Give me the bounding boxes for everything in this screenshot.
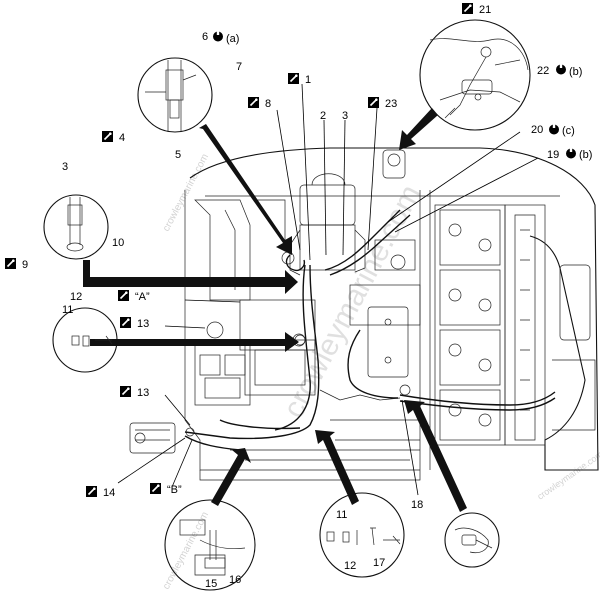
torque-ref-b-19: (b): [579, 149, 592, 161]
callout-14: 14: [103, 487, 115, 499]
callout-6: 6: [202, 31, 208, 43]
engine-body: [129, 147, 599, 481]
callout-12-clamp: 12: [344, 560, 356, 572]
callout-20: 20: [531, 124, 543, 136]
torque-ref-a: (a): [226, 33, 239, 45]
arrow-to-view-connector: [404, 400, 467, 512]
arrow-to-bracket: [90, 332, 299, 352]
callout-13: 13: [137, 318, 149, 330]
arrow-to-view-clamp: [315, 430, 359, 505]
view-label-a: “A”: [135, 291, 150, 303]
callout-12: 12: [70, 291, 82, 303]
leader-20: [387, 131, 521, 223]
callout-16: 16: [229, 574, 241, 586]
callout-2: 2: [320, 110, 326, 122]
leader-19: [394, 157, 539, 233]
leader-14: [117, 437, 186, 484]
callout-4: 4: [119, 132, 125, 144]
detail-view-top-right: [419, 19, 531, 131]
arrow-to-view-b: [211, 448, 251, 506]
callout-9: 9: [22, 259, 28, 271]
leader-3: [342, 119, 346, 256]
view-label-b: “B”: [167, 484, 182, 496]
detail-view-top-left: [137, 57, 213, 133]
arrow-to-cable-clamp: [199, 124, 292, 255]
leader-18: [401, 399, 419, 496]
callout-1: 1: [305, 74, 311, 86]
callout-3-detail: 3: [62, 161, 68, 173]
watermark-text-small-2: crowleymarine.com: [161, 510, 211, 591]
leader-1: [301, 83, 311, 261]
detail-view-b: [164, 499, 256, 591]
callout-3: 3: [342, 110, 348, 122]
callout-11: 11: [62, 304, 73, 316]
leader-13b: [164, 394, 191, 426]
callout-8: 8: [265, 98, 271, 110]
callout-19: 19: [547, 149, 559, 161]
callout-18: 18: [411, 499, 423, 511]
leader-lines: [117, 83, 539, 496]
detail-view-clip: [52, 307, 118, 373]
watermark-text-large: crowleymarine.com: [277, 180, 427, 424]
pointer-arrows: [83, 108, 467, 512]
watermark-text-small: crowleymarine.com: [161, 152, 211, 233]
leader-8: [276, 109, 301, 251]
torque-ref-c: (c): [562, 125, 575, 137]
leader-13: [164, 325, 206, 329]
callout-17: 17: [373, 557, 385, 569]
callout-15: 15: [205, 578, 217, 590]
watermark: crowleymarine.com crowleymarine.com crow…: [161, 152, 600, 591]
detail-view-connector: [444, 512, 500, 568]
callout-7: 7: [236, 61, 242, 73]
callout-22: 22: [537, 65, 549, 77]
arrow-to-top-bracket: [399, 108, 438, 150]
detail-view-clamp: [319, 492, 405, 578]
callout-23: 23: [385, 98, 397, 110]
callout-labels: 1 2 3 3 4 5 6 (a) 7 8 9 10 11 11 12 12 1…: [4, 2, 592, 590]
callout-11-clamp: 11: [336, 509, 347, 521]
detail-view-left: [43, 194, 109, 260]
leader-view-a: [184, 299, 241, 303]
callout-21: 21: [479, 4, 491, 16]
leader-view-b: [171, 439, 193, 488]
callout-5: 5: [175, 149, 181, 161]
callout-13-lower: 13: [137, 387, 149, 399]
callout-10: 10: [112, 237, 124, 249]
wiring-harness: [184, 209, 556, 451]
leader-2: [323, 119, 327, 256]
torque-ref-b: (b): [569, 66, 582, 78]
arrow-to-harness-a: [83, 260, 298, 294]
leader-23: [367, 107, 378, 251]
